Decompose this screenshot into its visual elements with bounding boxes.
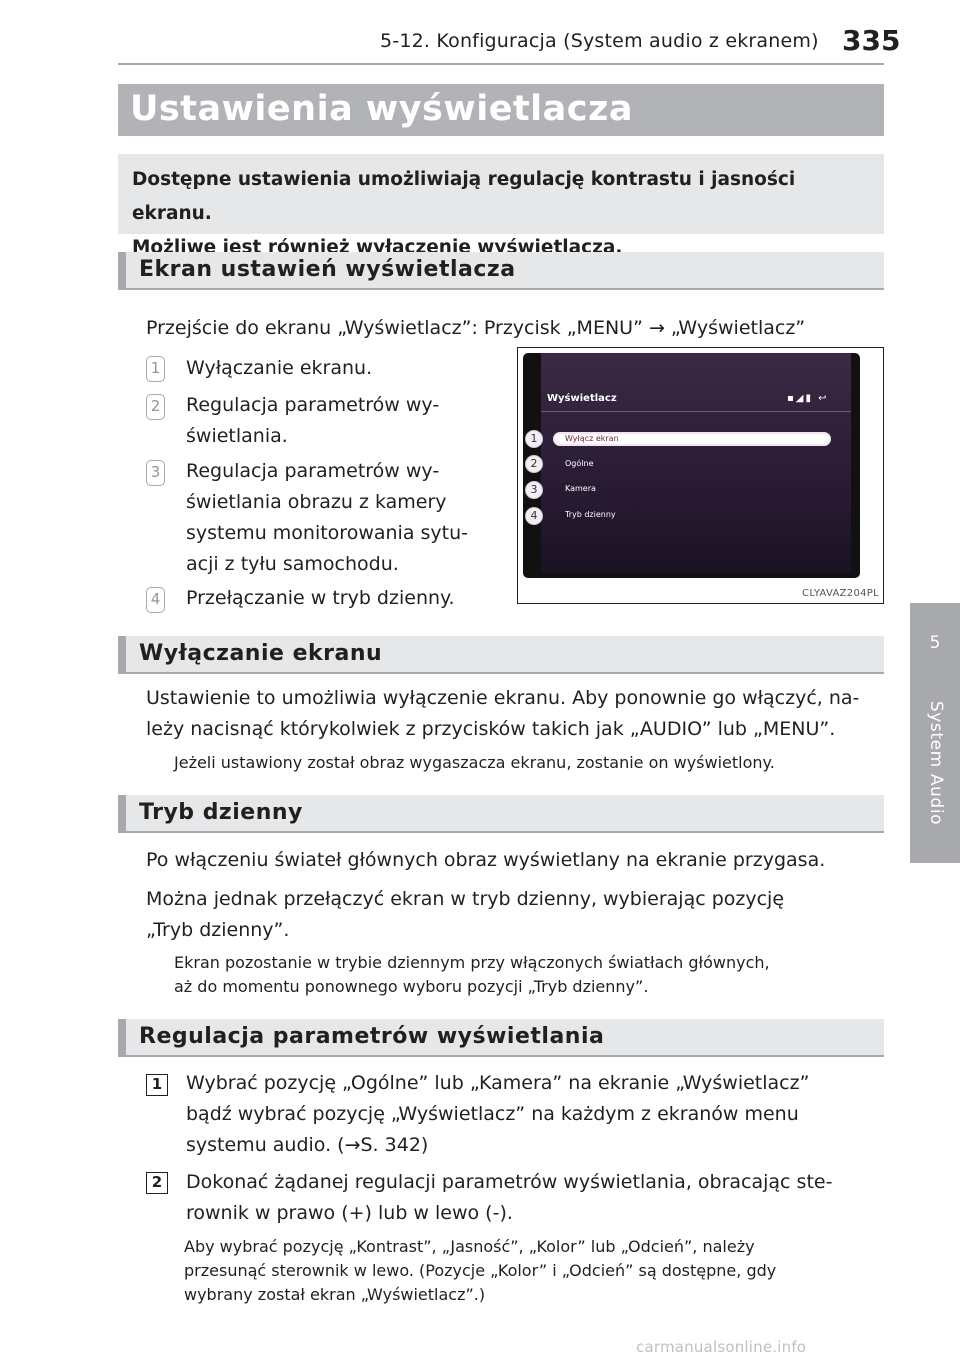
item-3-line-2: świetlania obrazu z kamery (186, 491, 447, 513)
item-3-line-4: acji z tyłu samochodu. (186, 553, 399, 575)
item-2-line-2: świetlania. (186, 425, 288, 447)
adjust-note-line-2: przesunąć sterownik w lewo. (Pozycje „Ko… (184, 1261, 777, 1280)
chapter-number: 5 (929, 633, 941, 653)
callout-marker: 2 (525, 455, 543, 473)
step-1-line-2: bądź wybrać pozycję „Wyświetlacz” na każ… (186, 1103, 799, 1125)
day-mode-p2-line-2: „Tryb dzienny”. (146, 919, 290, 941)
page-title: Ustawienia wyświetlacza (130, 89, 634, 129)
header-rule (118, 63, 884, 65)
item-number: 4 (146, 587, 165, 613)
menu-path: Przejście do ekranu „Wyświetlacz”: Przyc… (146, 317, 806, 339)
section-heading-screen-off-label: Wyłączanie ekranu (139, 641, 383, 666)
figure-code: CLYAVAZ204PL (802, 588, 879, 599)
screen-frame: Wyświetlacz ▪◢▮ ↩ Wyłącz ekran Ogólne Ka… (523, 353, 860, 578)
step-1-line-3: systemu audio. (→S. 342) (186, 1134, 429, 1156)
menu-item-screen-off: Wyłącz ekran (553, 432, 831, 446)
intro-box: Dostępne ustawienia umożliwiają regulacj… (118, 154, 884, 258)
item-4-text: Przełączanie w tryb dzienny. (186, 587, 455, 609)
screen-content: Wyświetlacz ▪◢▮ ↩ Wyłącz ekran Ogólne Ka… (541, 353, 851, 573)
item-number: 3 (146, 460, 165, 486)
item-1-text: Wyłączanie ekranu. (186, 357, 373, 379)
callout-marker: 4 (525, 507, 543, 525)
item-number: 1 (146, 356, 165, 382)
item-2-line-1: Regulacja parametrów wy- (186, 394, 440, 416)
item-number: 2 (146, 394, 165, 420)
callout-marker: 3 (525, 481, 543, 499)
menu-item-day-mode: Tryb dzienny (565, 510, 616, 519)
section-heading-screen-off: Wyłączanie ekranu (118, 636, 884, 674)
step-1-line-1: Wybrać pozycję „Ogólne” lub „Kamera” na … (186, 1072, 810, 1094)
screen-divider (541, 411, 851, 412)
section-heading-adjust: Regulacja parametrów wyświetlania (118, 1019, 884, 1057)
screen-title: Wyświetlacz (547, 393, 617, 404)
item-3-line-3: systemu monitorowania sytu- (186, 522, 468, 544)
day-mode-p1: Po włączeniu świateł głównych obraz wyśw… (146, 849, 826, 871)
step-number: 2 (146, 1172, 168, 1194)
menu-item-general: Ogólne (565, 459, 594, 468)
section-heading-screen-label: Ekran ustawień wyświetlacza (139, 257, 516, 282)
item-3-line-1: Regulacja parametrów wy- (186, 460, 440, 482)
step-2-line-1: Dokonać żądanej regulacji parametrów wyś… (186, 1171, 833, 1193)
adjust-note-line-1: Aby wybrać pozycję „Kontrast”, „Jasność”… (184, 1237, 755, 1256)
chapter-side-tab: 5 System Audio (910, 603, 960, 863)
step-number: 1 (146, 1074, 168, 1096)
chapter-label: System Audio (926, 700, 946, 826)
page-number: 335 (842, 24, 901, 57)
menu-item-camera: Kamera (565, 484, 596, 493)
day-mode-p2-line-1: Można jednak przełączyć ekran w tryb dzi… (146, 888, 785, 910)
section-heading-screen: Ekran ustawień wyświetlacza (118, 252, 884, 290)
page-title-bar: Ustawienia wyświetlacza (118, 84, 884, 136)
watermark: carmanualsonline.info (636, 1338, 807, 1356)
screen-off-line-2: leży nacisnąć którykolwiek z przycisków … (146, 718, 836, 740)
running-head: 5-12. Konfiguracja (System audio z ekran… (380, 30, 819, 52)
screen-off-line-1: Ustawienie to umożliwia wyłączenie ekran… (146, 687, 860, 709)
section-heading-day-mode: Tryb dzienny (118, 795, 884, 833)
screen-off-note: Jeżeli ustawiony został obraz wygaszacza… (174, 753, 775, 772)
step-2-line-2: rownik w prawo (+) lub w lewo (-). (186, 1202, 513, 1224)
display-settings-figure: Wyświetlacz ▪◢▮ ↩ Wyłącz ekran Ogólne Ka… (517, 347, 884, 604)
day-mode-note-line-2: aż do momentu ponownego wyboru pozycji „… (174, 977, 649, 996)
day-mode-note-line-1: Ekran pozostanie w trybie dziennym przy … (174, 953, 770, 972)
intro-line-1: Dostępne ustawienia umożliwiają regulacj… (132, 169, 796, 224)
adjust-note-line-3: wybrany został ekran „Wyświetlacz”.) (184, 1285, 486, 1304)
status-icons: ▪◢▮ ↩ (787, 393, 829, 404)
callout-marker: 1 (525, 430, 543, 448)
section-heading-adjust-label: Regulacja parametrów wyświetlania (139, 1024, 605, 1049)
section-heading-day-mode-label: Tryb dzienny (139, 800, 303, 825)
